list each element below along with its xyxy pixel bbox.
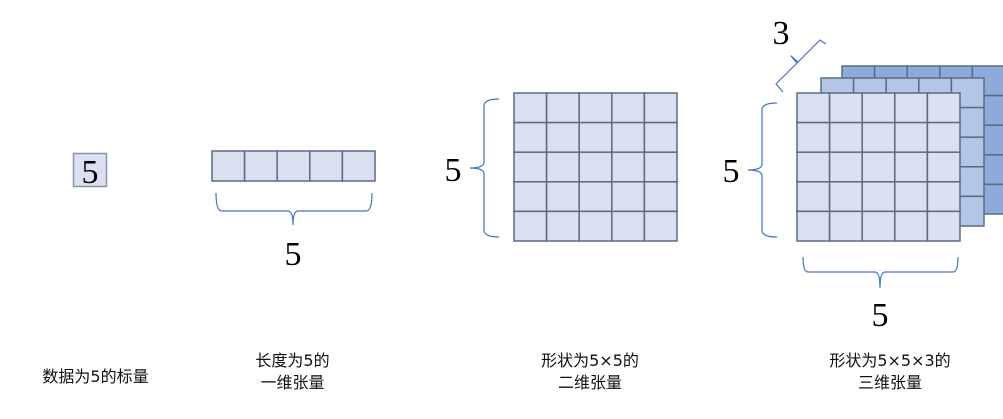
tensor-cell	[828, 92, 863, 124]
tensor-cell	[578, 121, 613, 153]
tensor-cell	[513, 92, 548, 124]
tensor-cell	[578, 92, 613, 124]
scalar-caption: 数据为5的标量	[42, 367, 149, 386]
tensor-cell	[643, 181, 678, 213]
tensor-cell	[243, 150, 278, 182]
tensor-cell	[861, 151, 896, 183]
tensor-cell	[513, 151, 548, 183]
tensor-cell	[545, 121, 580, 153]
tensor-cell	[545, 181, 580, 213]
matrix-grid	[513, 92, 678, 242]
tensor3d-caption: 形状为5×5×3的 三维张量	[829, 351, 951, 392]
tensor-cell	[828, 151, 863, 183]
tensor-cell	[894, 210, 929, 242]
matrix-rows-brace	[469, 98, 500, 238]
vector-cells	[211, 150, 376, 182]
tensor-cell	[926, 121, 961, 153]
tensor-cell	[926, 181, 961, 213]
tensor-cell	[545, 92, 580, 124]
tensor-cell	[926, 151, 961, 183]
tensor-cell	[578, 181, 613, 213]
tensor-cell	[643, 210, 678, 242]
tensor3d-cols-label: 5	[872, 297, 889, 334]
tensor-cell	[828, 121, 863, 153]
tensor-cell	[796, 92, 831, 124]
tensor-cell	[513, 181, 548, 213]
tensor-cell	[611, 151, 646, 183]
tensor-cell	[828, 181, 863, 213]
scalar-value: 5	[82, 154, 99, 191]
tensor-cell	[894, 121, 929, 153]
tensor3d-layers	[796, 65, 1003, 242]
tensor-cell	[861, 92, 896, 124]
matrix-cells	[513, 92, 678, 242]
tensor3d-cols-brace	[802, 256, 959, 289]
tensor-cell	[611, 121, 646, 153]
tensor-cell	[861, 181, 896, 213]
tensor-cell	[643, 121, 678, 153]
tensor-cell	[578, 151, 613, 183]
tensor-cell	[796, 210, 831, 242]
tensor-cell	[276, 150, 311, 182]
tensor-cell	[545, 210, 580, 242]
tensor3d-depth-brace	[775, 39, 827, 93]
matrix-rows-label: 5	[445, 152, 462, 189]
tensor-cell	[611, 181, 646, 213]
tensor-cell	[861, 210, 896, 242]
tensor-cell	[341, 150, 376, 182]
tensor-cell	[611, 210, 646, 242]
tensor-cell	[513, 121, 548, 153]
tensor-cell	[926, 210, 961, 242]
tensor-cell	[309, 150, 344, 182]
tensor3d-layer-front	[796, 92, 961, 242]
tensor-cell	[796, 151, 831, 183]
tensor3d-rows-brace	[747, 102, 778, 238]
vector-length-label: 5	[285, 236, 302, 273]
tensor3d-depth-label: 3	[773, 15, 790, 52]
vector-length-brace	[215, 192, 373, 226]
tensor-cell	[796, 181, 831, 213]
tensor-cell	[861, 121, 896, 153]
tensor-cell	[926, 92, 961, 124]
matrix-caption: 形状为5×5的 二维张量	[541, 351, 639, 392]
tensor-cell	[894, 151, 929, 183]
tensor-cell	[894, 181, 929, 213]
tensor3d-rows-label: 5	[723, 153, 740, 190]
vector-caption: 长度为5的 一维张量	[255, 351, 330, 392]
tensor-cell	[643, 151, 678, 183]
tensor-cell	[513, 210, 548, 242]
tensor-cell	[828, 210, 863, 242]
tensor-cell	[578, 210, 613, 242]
tensor-cell	[643, 92, 678, 124]
tensor-cell	[894, 92, 929, 124]
scalar-box: 5	[72, 152, 108, 191]
tensor-cell	[611, 92, 646, 124]
tensor-cell	[211, 150, 246, 182]
tensor-cell	[545, 151, 580, 183]
vector-row	[211, 150, 376, 182]
tensor-cell	[796, 121, 831, 153]
